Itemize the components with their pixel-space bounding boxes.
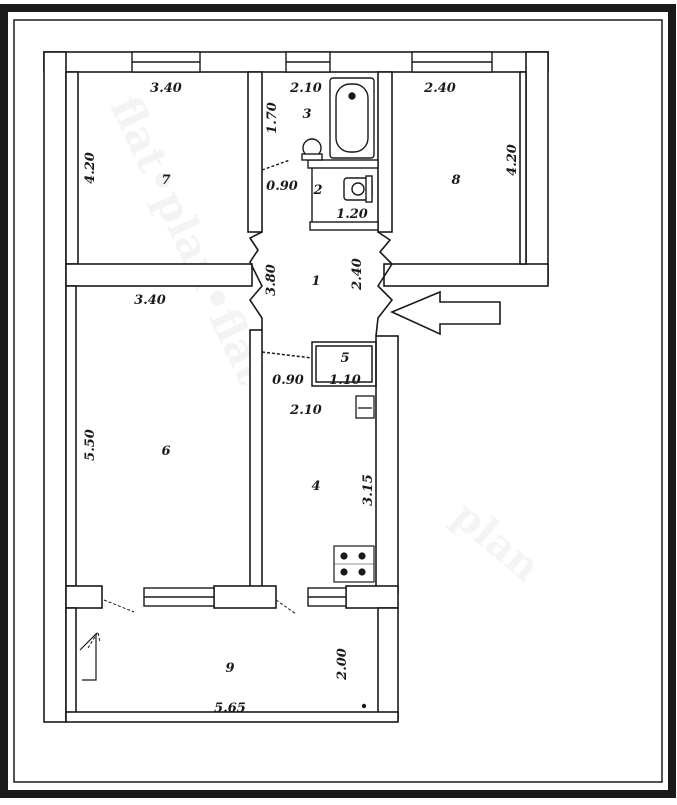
sink-icon-room2: [343, 175, 373, 203]
room-3-label: 3: [302, 107, 311, 122]
room-1-label: 1: [311, 274, 320, 289]
svg-text:plan: plan: [444, 492, 549, 591]
windows: [131, 51, 493, 607]
balcony-door: [79, 632, 97, 681]
dim-hall-right: 2.40: [350, 258, 365, 291]
room-5-label: 5: [340, 351, 349, 366]
dim-room6-width: 3.40: [134, 293, 166, 308]
dim-room5-left: 0.90: [272, 373, 304, 388]
bathtub-icon: [329, 77, 375, 159]
room-2-label: 2: [312, 183, 322, 198]
picture-frame: [0, 4, 676, 798]
hallway-outline: [248, 231, 394, 337]
dim-room8-height: 4.20: [505, 144, 520, 176]
dim-room2-left: 0.90: [266, 179, 298, 194]
dim-room6-height: 5.50: [83, 429, 98, 461]
dim-room5-width: 1.10: [329, 373, 361, 388]
dim-room3-height: 1.70: [265, 102, 280, 134]
dim-room8-width: 2.40: [423, 81, 456, 96]
room-8-label: 8: [451, 173, 460, 188]
room-7-label: 7: [161, 173, 170, 188]
stove-icon: [333, 545, 375, 583]
dim-room3-width: 2.10: [289, 81, 322, 96]
dim-room9-width: 5.65: [214, 701, 246, 716]
dim-room4-height: 3.15: [361, 474, 376, 506]
balcony-marker: [361, 703, 367, 709]
entrance-arrow-icon: [390, 290, 501, 336]
dim-room7-width: 3.40: [150, 81, 182, 96]
closet-room5: [261, 341, 377, 387]
door-swings: [87, 599, 297, 649]
dim-room9-height: 2.00: [335, 648, 350, 681]
room-9-label: 9: [225, 661, 234, 676]
room-labels: 1 2 3 4 5 6 7 8 9: [161, 107, 460, 676]
toilet-icon: [301, 138, 323, 161]
sink-icon: [355, 395, 375, 419]
room-4-label: 4: [311, 479, 320, 494]
dim-hall-left: 3.80: [264, 264, 279, 296]
picture-frame-inner: [13, 19, 663, 783]
dimension-labels: 3.40 4.20 2.10 1.70 0.90 1.20 2.40 4.20 …: [83, 81, 520, 716]
dim-room2-width: 1.20: [336, 207, 368, 222]
bathroom-partitions: [261, 159, 379, 231]
dim-room4-width: 2.10: [289, 403, 322, 418]
dim-room7-height: 4.20: [83, 152, 98, 184]
room-6-label: 6: [161, 444, 170, 459]
